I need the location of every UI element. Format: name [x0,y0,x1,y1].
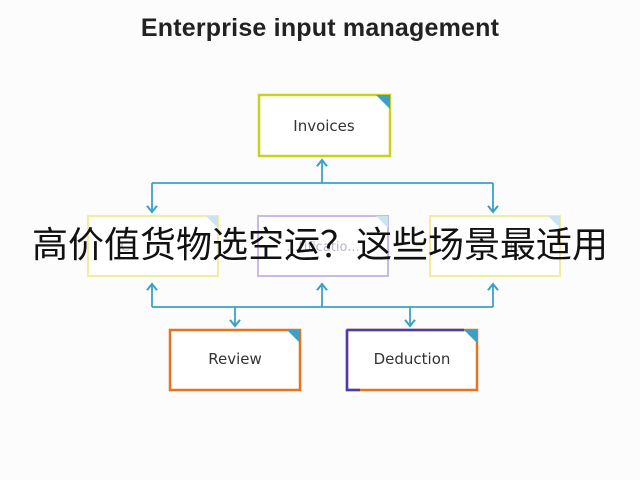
node-deduction-label: Deduction [374,350,451,368]
node-left: C [87,215,219,277]
corner-fold [287,330,300,343]
node-review-label: Review [208,350,262,368]
node-right: R... [429,215,561,277]
connectors [152,160,493,326]
node-deduction: Deduction [345,328,479,392]
node-right-label: R... [510,240,531,255]
node-left-label: C [120,240,129,255]
node-review: Review [168,328,302,392]
node-middle: ...tificatio... [257,215,389,277]
corner-fold [376,95,390,109]
corner-fold [464,330,477,343]
diagram-title: Enterprise input management [140,14,500,42]
node-middle-label: ...tificatio... [286,240,359,255]
overlay-caption: 高价值货物选空运？这些场景最适用 [31,225,608,266]
node-invoices-label: Invoices [293,117,355,135]
node-invoices: Invoices [257,93,392,158]
